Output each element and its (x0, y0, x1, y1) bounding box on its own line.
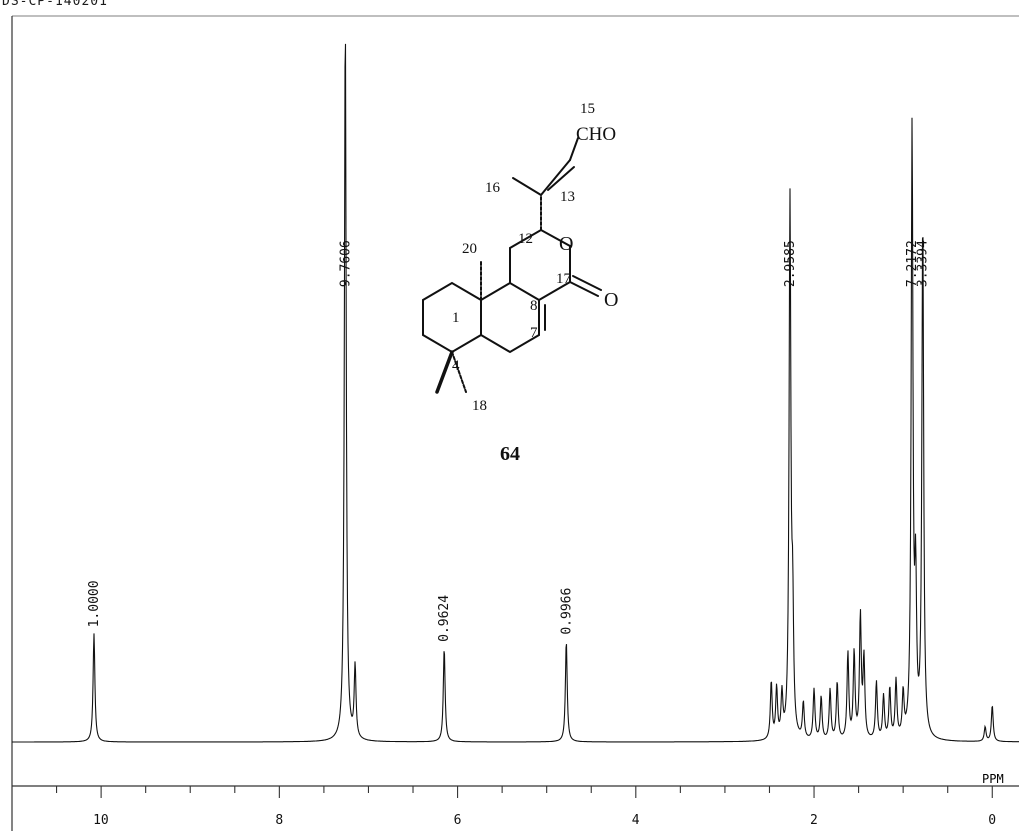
spectrum-trace (12, 43, 1019, 743)
atom-label-1: 1 (452, 310, 460, 326)
x-tick-label: 0 (988, 813, 996, 828)
integration-label: 1.0000 (87, 580, 102, 627)
atom-label-16: 16 (485, 180, 501, 196)
x-tick-label: 2 (810, 813, 818, 828)
atom-label-4: 4 (452, 358, 460, 374)
carbonyl-bond (569, 281, 599, 297)
carbonyl-oxygen-label: O (604, 289, 618, 311)
carbonyl-bond-2 (572, 275, 602, 291)
bond-13-14 (540, 159, 571, 196)
bond-14-15 (569, 137, 579, 161)
x-tick-label: 4 (632, 813, 640, 828)
ring-c (509, 228, 571, 301)
atom-label-17: 17 (556, 271, 572, 287)
ring-oxygen-label: O (559, 233, 573, 255)
atom-label-13: 13 (560, 189, 575, 205)
x-tick-label: 6 (454, 813, 462, 828)
methyl-19 (435, 350, 454, 394)
integration-label: 0.9966 (559, 588, 574, 635)
integration-label: 0.9624 (437, 595, 452, 642)
atom-label-20: 20 (462, 241, 477, 257)
structure-labels: 15 CHO 16 13 12 O 20 17 O 1 8 7 4 18 64 (452, 101, 618, 465)
methyl-18 (451, 351, 467, 393)
x-tick-label: 8 (275, 813, 283, 828)
bond-13-14-double (547, 166, 575, 191)
x-tick-label: 10 (93, 813, 109, 828)
atom-label-18: 18 (472, 398, 487, 414)
bond-13-16 (512, 177, 542, 196)
x-axis-ticks: 10 8 6 4 2 0 (56, 786, 996, 828)
atom-label-12: 12 (518, 231, 533, 247)
cho-group-label: CHO (576, 124, 616, 145)
ring-b (480, 281, 540, 354)
atom-label-15: 15 (580, 101, 595, 117)
compound-number: 64 (500, 443, 520, 465)
atom-label-7: 7 (530, 325, 538, 341)
sample-id: DS-CP-140201 (2, 0, 108, 9)
chemical-structure (422, 137, 602, 394)
atom-label-8: 8 (530, 298, 538, 314)
x-axis-label: PPM (982, 772, 1004, 786)
